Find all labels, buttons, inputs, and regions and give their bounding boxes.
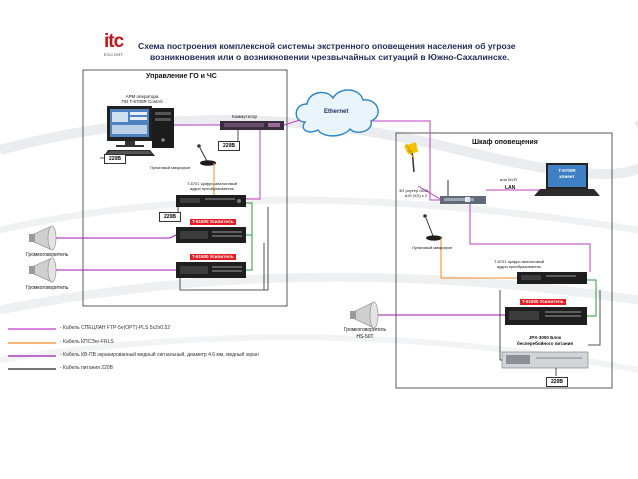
left-panel-frame: [82, 69, 288, 307]
right-wiring: [373, 120, 601, 376]
arm-label-1: АРМ оператора: [125, 94, 159, 99]
itc-logo-subtitle: ESCORT: [104, 52, 124, 57]
ups-label-1: JPX-3000 Блок: [528, 335, 562, 340]
background-swooshes: [0, 115, 638, 373]
page-title-line-2: возникновения или о возникновении чрезвы…: [150, 52, 510, 62]
right-panel-title: Шкаф оповещения: [472, 139, 538, 146]
amplifier-1-icon: [176, 227, 246, 243]
hs50t-label-1: Громкоговоритель: [343, 327, 387, 333]
dac-converter-left-icon: [176, 195, 246, 207]
router-label-1: 3G роутер GMS-: [399, 188, 430, 193]
operator-monitor-icon: [107, 106, 152, 147]
right-amp-label: T-61500 Усилитель: [520, 299, 566, 305]
router-3g-icon: [404, 142, 486, 204]
ups-unit-icon: [501, 351, 589, 369]
laptop-label-1: T-6700R: [558, 168, 576, 173]
amplifier-right-icon: [505, 307, 587, 325]
horn-speaker-1-icon: [29, 225, 57, 251]
laptop-icon: [534, 163, 600, 196]
power-220-label-c: 220В: [159, 212, 181, 222]
lan-label: LAN: [505, 185, 516, 191]
itc-logo: itc: [104, 31, 124, 52]
left-dac-label-1: T-6701 Цифро-аналоговый: [187, 181, 237, 186]
left-amp1-label: T-61500 Усилитель: [190, 219, 236, 225]
right-power-220-label: 220В: [546, 377, 568, 387]
ethernet-label: Ethernet: [324, 109, 349, 115]
ethernet-cloud: [295, 89, 379, 137]
laptop-label-2: клиент: [559, 174, 575, 179]
page-title-line-1: Схема построения комплексной системы экс…: [138, 41, 516, 51]
left-speaker1-label: Громкоговоритель: [26, 252, 69, 258]
legend-item-kps: - Кабель КПСЭнг-FRLS: [60, 339, 114, 345]
right-dac-label-1: T-6701 Цифро-аналоговый: [494, 259, 544, 264]
hs50t-label-2: HS-50T: [356, 334, 374, 340]
right-dac-label-2: аудио преобразователь: [496, 264, 541, 269]
legend-item-ftp: - Кабель СПЕЦЛАН FTP-5e(OPT)-PLS 5x2x0,5…: [60, 325, 171, 331]
right-panel-frame: [395, 132, 613, 389]
amplifier-2-icon: [176, 262, 246, 278]
horn-speaker-hs50t-icon: [350, 301, 379, 329]
left-dac-label-2: аудио преобразователь: [189, 186, 234, 191]
legend-swatches: [8, 328, 56, 370]
power-220-label-a: 220В: [218, 141, 240, 151]
arm-label-2: ПО T-6700R Control: [121, 99, 163, 104]
left-panel-title: Управление ГО и ЧС: [146, 73, 217, 80]
desk-microphone-right-icon: [423, 214, 442, 241]
dac-converter-right-icon: [517, 272, 587, 284]
pc-tower-icon: [152, 108, 174, 148]
desk-microphone-icon: [197, 144, 216, 166]
network-switch-icon: [220, 121, 284, 130]
legend-item-kvpv: - Кабель КВ-ПВ экранированный медный сиг…: [60, 352, 259, 358]
ups-label-2: бесперебойного питания: [516, 341, 573, 346]
router-label-2: ШЭ (XX) x 2: [405, 193, 428, 198]
wifi-label: или Wi-Fi: [500, 177, 518, 182]
left-speaker2-label: Громкоговоритель: [26, 285, 69, 291]
right-mic-label: Пультовый микрофон: [412, 245, 453, 250]
legend-item-power: - Кабель питания 220В: [60, 365, 113, 371]
horn-speaker-2-icon: [29, 257, 57, 283]
switch-label: Коммутатор: [232, 114, 258, 119]
left-amp2-label: T-61500 Усилитель: [190, 254, 236, 260]
left-mic-label: Пультовый микрофон: [150, 165, 191, 170]
power-220-label-b: 220В: [104, 154, 126, 164]
